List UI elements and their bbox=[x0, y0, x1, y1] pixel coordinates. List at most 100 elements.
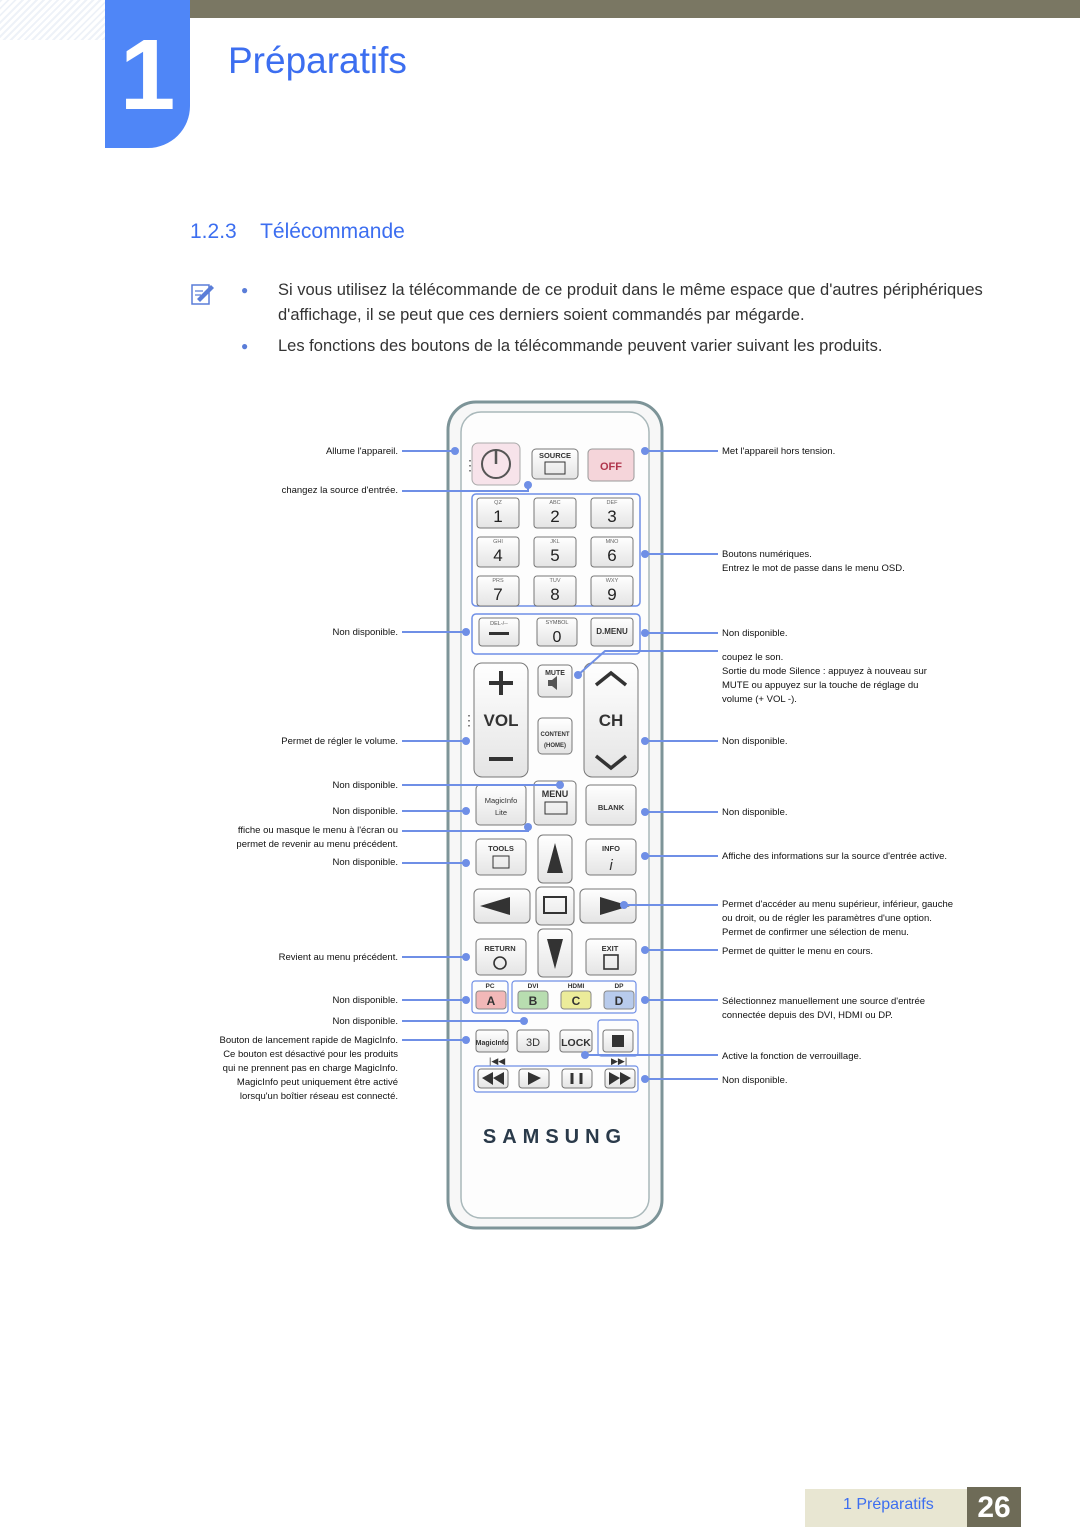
number-key-digit: 4 bbox=[493, 546, 502, 565]
callout-dot bbox=[462, 859, 470, 867]
callout-dot bbox=[462, 628, 470, 636]
samsung-logo: SAMSUNG bbox=[483, 1126, 627, 1148]
return-icon bbox=[493, 956, 507, 970]
callout-dot bbox=[641, 852, 649, 860]
up-arrow-icon bbox=[547, 843, 563, 873]
callout-dot bbox=[641, 629, 649, 637]
pause-button bbox=[561, 1068, 593, 1089]
number-key-letters: MNO bbox=[606, 539, 620, 545]
callout-dot bbox=[462, 737, 470, 745]
number-key-digit: 9 bbox=[607, 585, 616, 604]
label-menu-2: permet de revenir au menu précédent. bbox=[236, 839, 398, 850]
blank-label: BLANK bbox=[598, 803, 625, 812]
magicinfo-lite-button bbox=[475, 784, 527, 826]
del-label: DEL-/-- bbox=[490, 621, 508, 627]
number-key-digit: 8 bbox=[550, 585, 559, 604]
info-label: INFO bbox=[602, 844, 620, 853]
number-key-digit: 3 bbox=[607, 507, 616, 526]
number-key-letters: TUV bbox=[550, 578, 561, 584]
svg-text:⋮: ⋮ bbox=[463, 457, 477, 473]
label-lock: Active la fonction de verrouillage. bbox=[722, 1051, 862, 1062]
label-magicinfo-5: lorsqu'un boîtier réseau est connecté. bbox=[239, 1091, 398, 1102]
callout-dot bbox=[641, 808, 649, 816]
label-num-1: Boutons numériques. bbox=[722, 549, 812, 560]
dmenu-button bbox=[590, 617, 634, 647]
menu-icon bbox=[544, 801, 568, 815]
label-tools: Non disponible. bbox=[332, 857, 399, 868]
source-label: SOURCE bbox=[539, 451, 571, 460]
section-title: 1.2.3 Télécommande bbox=[190, 220, 405, 244]
dmenu-label: D.MENU bbox=[596, 627, 628, 636]
label-info: Affiche des informations sur la source d… bbox=[722, 851, 948, 862]
hdmi-label: HDMI bbox=[568, 983, 585, 990]
bullet-1-line-1: Si vous utilisez la télécommande de ce p… bbox=[278, 281, 983, 299]
info-icon: i bbox=[609, 857, 613, 874]
label-hdmi-2: connectée depuis des DVI, HDMI ou DP. bbox=[722, 1010, 893, 1021]
callout-dot bbox=[520, 1017, 528, 1025]
number-key-digit: 7 bbox=[493, 585, 502, 604]
symbol-label: SYMBOL bbox=[546, 620, 569, 626]
header-stripes bbox=[0, 0, 105, 40]
blank-button bbox=[585, 784, 637, 826]
callout-dot bbox=[620, 901, 628, 909]
rewind-icon bbox=[482, 1072, 504, 1085]
label-del: Non disponible. bbox=[332, 627, 399, 638]
3d-label: 3D bbox=[526, 1037, 540, 1049]
ch-label: CH bbox=[599, 711, 624, 730]
callout-dot bbox=[462, 1036, 470, 1044]
label-magicinfo-2: Ce bouton est désactivé pour les produit… bbox=[223, 1049, 398, 1060]
c-button bbox=[560, 990, 592, 1010]
note-icon bbox=[191, 284, 214, 305]
number-key-letters: GHI bbox=[493, 539, 503, 545]
3d-button bbox=[516, 1029, 550, 1053]
label-mute-4: volume (+ VOL -). bbox=[722, 694, 797, 705]
chapter-number: 1 bbox=[105, 0, 190, 148]
label-mute-3: MUTE ou appuyez sur la touche de réglage… bbox=[722, 680, 919, 691]
menu-button bbox=[533, 780, 577, 826]
number-key-letters: ABC bbox=[549, 500, 560, 506]
header-bar bbox=[190, 0, 1080, 18]
d-button bbox=[603, 990, 635, 1010]
d-label: D bbox=[615, 994, 624, 1008]
volume-rocker bbox=[473, 662, 529, 778]
label-ch: Non disponible. bbox=[722, 736, 788, 747]
tools-label: TOOLS bbox=[488, 844, 514, 853]
footer-chapter: 1 Préparatifs bbox=[843, 1496, 934, 1513]
stop-icon bbox=[612, 1035, 624, 1047]
bullet-2: ● Les fonctions des boutons de la téléco… bbox=[241, 334, 882, 359]
label-arrows-3: Permet de confirmer une sélection de men… bbox=[722, 927, 909, 938]
mute-icon bbox=[548, 676, 557, 690]
c-label: C bbox=[572, 994, 581, 1008]
exit-label: EXIT bbox=[602, 944, 619, 953]
label-menu-1: ffiche ou masque le menu à l'écran ou bbox=[237, 825, 398, 836]
callout-dot bbox=[581, 1051, 589, 1059]
number-key-9 bbox=[590, 575, 634, 607]
callout-dot bbox=[556, 781, 564, 789]
vol-label: VOL bbox=[484, 711, 519, 730]
label-arrows-1: Permet d'accéder au menu supérieur, infé… bbox=[722, 899, 954, 910]
number-key-3 bbox=[590, 497, 634, 529]
bullet-1: ● Si vous utilisez la télécommande de ce… bbox=[241, 278, 983, 328]
number-key-4 bbox=[476, 536, 520, 568]
info-button bbox=[585, 838, 637, 876]
number-key-digit: 1 bbox=[493, 507, 502, 526]
menu-label: MENU bbox=[542, 789, 569, 799]
number-key-6 bbox=[590, 536, 634, 568]
callout-dot bbox=[641, 550, 649, 558]
enter-icon bbox=[543, 896, 567, 914]
content-label: CONTENT bbox=[541, 732, 570, 738]
callout-dot bbox=[462, 953, 470, 961]
enter-button bbox=[535, 886, 575, 926]
label-mute-2: Sortie du mode Silence : appuyez à nouve… bbox=[722, 666, 927, 677]
callout-dot bbox=[462, 807, 470, 815]
callout-dot bbox=[641, 1075, 649, 1083]
number-key-8 bbox=[533, 575, 577, 607]
pc-label: PC bbox=[485, 983, 494, 990]
exit-icon bbox=[603, 954, 619, 970]
dvi-label: DVI bbox=[528, 983, 539, 990]
down-arrow-icon bbox=[547, 939, 563, 969]
number-key-digit: 2 bbox=[550, 507, 559, 526]
number-key-letters: QZ bbox=[494, 500, 502, 506]
number-key-5 bbox=[533, 536, 577, 568]
label-source: changez la source d'entrée. bbox=[281, 485, 398, 496]
